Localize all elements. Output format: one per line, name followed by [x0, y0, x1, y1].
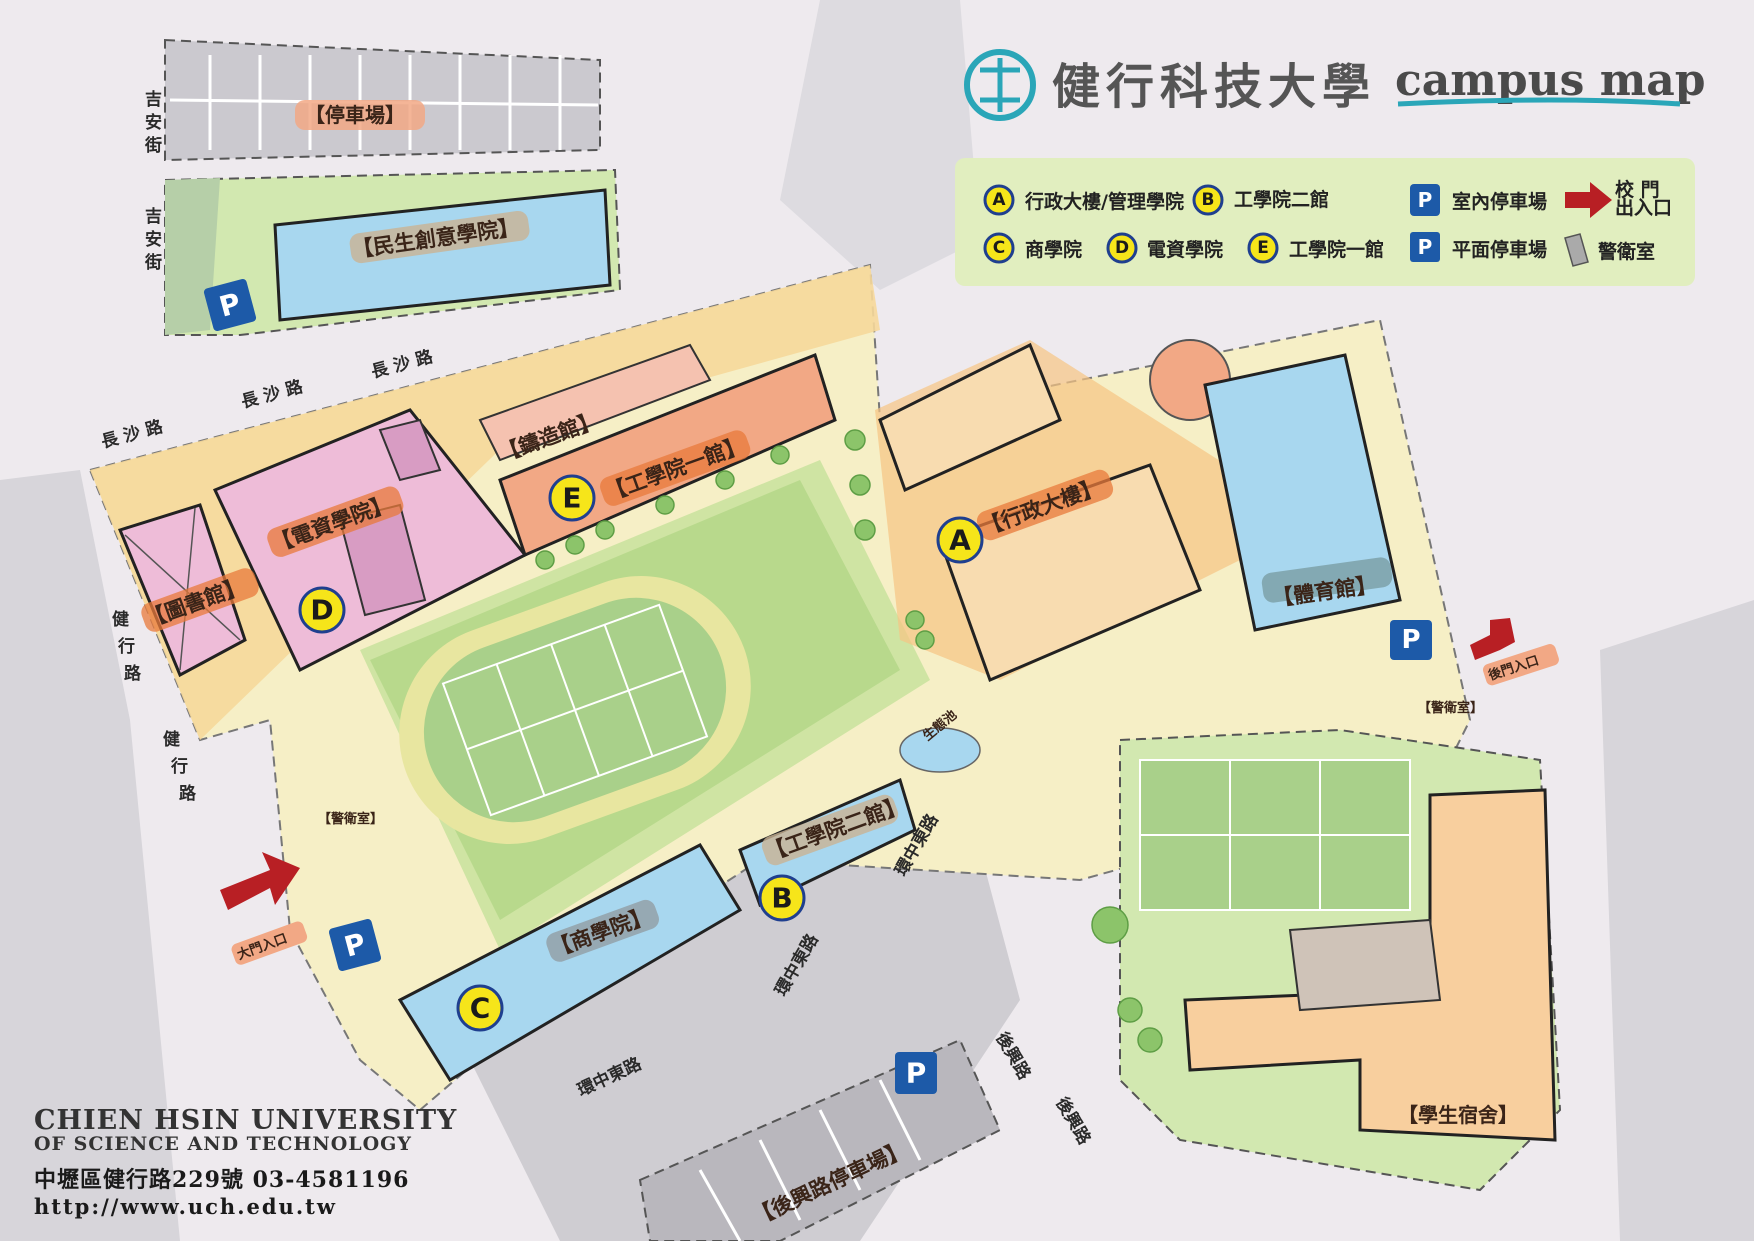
road-jianxing-1c: 路 — [124, 663, 142, 684]
footer-address: 中壢區健行路229號 03-4581196 — [34, 1167, 410, 1193]
legend-c-label: 商學院 — [1025, 238, 1082, 261]
parking-icon-gym: P — [1390, 620, 1432, 660]
legend-gate-line1: 校 門 — [1615, 178, 1660, 201]
parking-icon-main-gate: P — [328, 918, 382, 972]
legend-a-icon: A — [992, 190, 1006, 210]
map-title: campus map — [1395, 55, 1706, 106]
surface-parking-icon: P — [1418, 235, 1433, 259]
school-name: 健行科技大學 — [1052, 59, 1376, 115]
map-title-underline — [1397, 97, 1681, 107]
road-jian-2b: 安 — [145, 229, 162, 250]
marker-a: A — [949, 524, 971, 557]
guard-room-tag-back: 【警衛室】 — [1418, 700, 1483, 716]
footer-name-line1: CHIEN HSIN UNIVERSITY — [34, 1105, 458, 1136]
legend-surface-parking: 平面停車場 — [1452, 238, 1547, 261]
legend-b-icon: B — [1202, 190, 1215, 210]
gate-arrow-icon — [1565, 182, 1612, 218]
marker-e: E — [562, 482, 581, 515]
road-jian-1c: 街 — [144, 135, 162, 156]
legend-d-label: 電資學院 — [1147, 238, 1223, 261]
marker-b: B — [771, 882, 792, 915]
footer-name-line2: OF SCIENCE AND TECHNOLOGY — [34, 1133, 412, 1155]
back-gate-arrow-icon — [1470, 618, 1515, 660]
running-track — [399, 576, 751, 844]
legend-d-icon: D — [1115, 238, 1129, 258]
road-jian-1b: 安 — [145, 112, 162, 133]
foundry-building — [478, 343, 712, 462]
legend-indoor-parking: 室內停車場 — [1452, 190, 1547, 213]
gym-building — [1203, 353, 1402, 632]
road-jianxing-2c: 路 — [179, 783, 197, 804]
letter-markers: A B C D E — [298, 474, 984, 1032]
guard-room-tag-main: 【警衛室】 — [318, 811, 383, 827]
label-parking-lot: 【停車場】 — [305, 103, 405, 127]
main-gate-arrow-icon — [220, 852, 300, 910]
road-jian-1a: 吉 — [145, 90, 162, 110]
label-dorm: 【學生宿舍】 — [1398, 1103, 1518, 1127]
road-jianxing-1a: 健 — [112, 609, 129, 630]
svg-text:P: P — [1401, 625, 1420, 655]
road-jianxing-1b: 行 — [117, 636, 135, 657]
legend: A 行政大樓/管理學院 B 工學院二館 P 室內停車場 校 門 出入口 C 商學… — [955, 158, 1695, 286]
road-houxing-2: 後興路 — [1051, 1094, 1095, 1150]
legend-e-icon: E — [1257, 238, 1269, 258]
road-houxing-1: 後興路 — [991, 1029, 1035, 1085]
marker-c: C — [470, 992, 491, 1025]
road-changsha-2: 長 沙 路 — [239, 376, 306, 413]
legend-c-icon: C — [993, 238, 1005, 258]
legend-guard-room: 警衛室 — [1598, 240, 1655, 263]
road-jian-2c: 街 — [144, 252, 162, 273]
legend-gate-line2: 出入口 — [1615, 196, 1672, 219]
marker-d: D — [310, 594, 333, 627]
map-parking-icons: P P P P — [203, 278, 1432, 1094]
tree-rows — [535, 429, 1163, 1053]
header: 健行科技大學 campus map — [964, 49, 1706, 121]
footer-url[interactable]: http://www.uch.edu.tw — [34, 1194, 337, 1219]
legend-b-label: 工學院二館 — [1234, 188, 1329, 211]
school-logo-mark — [980, 58, 1020, 112]
parking-icon-minsheng: P — [203, 278, 257, 332]
road-jianxing-2a: 健 — [163, 729, 180, 750]
guard-room-icon — [1564, 233, 1589, 267]
parking-icon-houxing: P — [895, 1052, 937, 1094]
legend-a-label: 行政大樓/管理學院 — [1024, 190, 1184, 213]
dorm-block — [1119, 728, 1562, 1192]
school-logo-icon — [964, 49, 1036, 121]
svg-text:P: P — [906, 1057, 927, 1090]
road-jianxing-2b: 行 — [170, 756, 188, 777]
footer: CHIEN HSIN UNIVERSITY OF SCIENCE AND TEC… — [34, 1105, 458, 1219]
ecology-pond — [899, 727, 981, 773]
indoor-parking-icon: P — [1418, 188, 1433, 212]
legend-e-label: 工學院一館 — [1289, 238, 1384, 261]
north-parking-lot — [164, 38, 601, 162]
eecs-building — [212, 408, 528, 673]
road-changsha-3: 長 沙 路 — [369, 346, 436, 383]
road-jian-2a: 吉 — [145, 207, 162, 227]
